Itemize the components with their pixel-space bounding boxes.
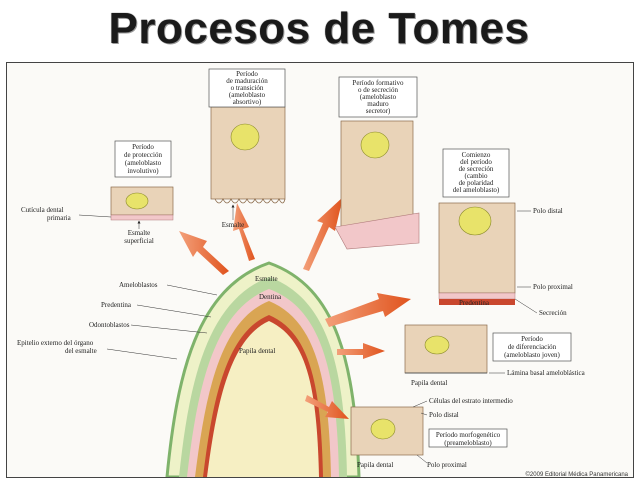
box-formativo-line: maduro: [367, 100, 389, 108]
tooth-germ: [165, 261, 361, 477]
box-proteccion-line: Período: [132, 143, 154, 151]
box-formativo-line: (ameloblasto: [360, 93, 397, 101]
copyright-note: ©2009 Editorial Médica Panamericana: [525, 472, 628, 478]
box-proteccion-line: involutivo): [127, 167, 159, 175]
cell-morfogenetico: [350, 406, 424, 456]
box-maduracion-line: absortivo): [233, 98, 262, 106]
box-formativo-line: secretor): [366, 107, 391, 115]
cell-formativo: [334, 120, 420, 250]
label-cuticula: Cutícula dental: [21, 206, 64, 214]
box-diferenciacion-line: de diferenciación: [508, 343, 557, 351]
figure-panel: Período de protección (ameloblasto invol…: [6, 62, 634, 478]
box-diferenciacion-line: (ameloblasto joven): [504, 351, 560, 359]
box-formativo-line: Período formativo: [352, 79, 404, 87]
box-proteccion-line: de protección: [124, 151, 162, 159]
box-diferenciacion: Período de diferenciación (ameloblasto j…: [492, 332, 572, 362]
arrow-diferenciacion: [337, 343, 385, 359]
label-papila-mid: Papila dental: [411, 379, 447, 387]
box-diferenciacion-line: Período: [521, 335, 543, 343]
label-epitelio: Epitelio externo del órgano: [17, 339, 94, 347]
label-predentina-right: Predentina: [459, 299, 490, 307]
slide-title: Procesos de Tomes: [108, 4, 530, 53]
label-papila-center: Papila dental: [239, 347, 275, 355]
box-formativo: Período formativo o de secreción (amelob…: [338, 76, 418, 118]
box-morfogenetico: Período morfogenético (preameloblasto): [428, 428, 508, 448]
label-celulas: Células del estrato intermedio: [429, 397, 513, 405]
stage-arrows: [179, 197, 411, 419]
box-maduracion-line: (ameloblasto: [229, 91, 266, 99]
box-proteccion-line: (ameloblasto: [125, 159, 162, 167]
arrow-formativo: [303, 197, 343, 271]
label-epitelio: del esmalte: [65, 347, 97, 355]
box-proteccion: Período de protección (ameloblasto invol…: [114, 140, 172, 178]
box-comienzo-line: del período: [460, 158, 492, 166]
cell-diferenciacion: [404, 324, 488, 374]
box-comienzo-line: Comienzo: [462, 151, 491, 159]
label-lamina: Lámina basal ameloblástica: [507, 369, 586, 377]
box-comienzo-line: de secreción: [459, 165, 494, 173]
cell-maduracion: [210, 106, 286, 204]
label-esmalte-superficial: Esmalte: [128, 229, 151, 237]
label-polo-distal-bottom: Polo distal: [429, 411, 459, 419]
label-cuticula: primaria: [47, 214, 72, 222]
label-polo-proximal-right: Polo proximal: [533, 283, 573, 291]
cell-comienzo: [438, 202, 516, 305]
label-predentina-left: Predentina: [101, 301, 132, 309]
box-comienzo-line: (cambio: [465, 172, 488, 180]
arrow-comienzo: [325, 293, 411, 327]
label-esmalte-superficial: superficial: [124, 237, 154, 245]
label-odontoblastos: Odontoblastos: [89, 321, 130, 329]
label-polo-distal-right: Polo distal: [533, 207, 563, 215]
box-comienzo-line: de polaridad: [459, 179, 494, 187]
anatomy-labels: Cutícula dental primaria Esmalte superfi…: [17, 204, 586, 469]
label-ameloblastos: Ameloblastos: [119, 281, 158, 289]
box-maduracion-line: Período: [236, 70, 258, 78]
arrow-morfogenetico: [305, 395, 349, 419]
label-esmalte-top: Esmalte: [222, 221, 245, 229]
label-papila-bottom: Papila dental: [357, 461, 393, 469]
box-morfogenetico-line: (preameloblasto): [444, 439, 492, 447]
box-maduracion: Período de maduración o transición (amel…: [208, 68, 286, 108]
label-esmalte-tooth: Esmalte: [255, 275, 278, 283]
box-morfogenetico-line: Período morfogenético: [436, 431, 501, 439]
pulp-layer: [207, 321, 319, 477]
label-polo-proximal-bottom: Polo proximal: [427, 461, 467, 469]
box-maduracion-line: de maduración: [226, 77, 268, 85]
box-comienzo: Comienzo del período de secreción (cambi…: [442, 148, 510, 198]
label-dentina: Dentina: [259, 293, 282, 301]
box-comienzo-line: del ameloblasto): [453, 186, 500, 194]
cell-proteccion: [110, 186, 174, 221]
tomes-diagram: Período de protección (ameloblasto invol…: [17, 68, 586, 477]
label-secrecion: Secreción: [539, 309, 567, 317]
box-formativo-line: o de secreción: [358, 86, 399, 94]
box-maduracion-line: o transición: [231, 84, 264, 92]
arrow-proteccion: [179, 231, 229, 275]
arrow-maduracion: [233, 203, 255, 261]
